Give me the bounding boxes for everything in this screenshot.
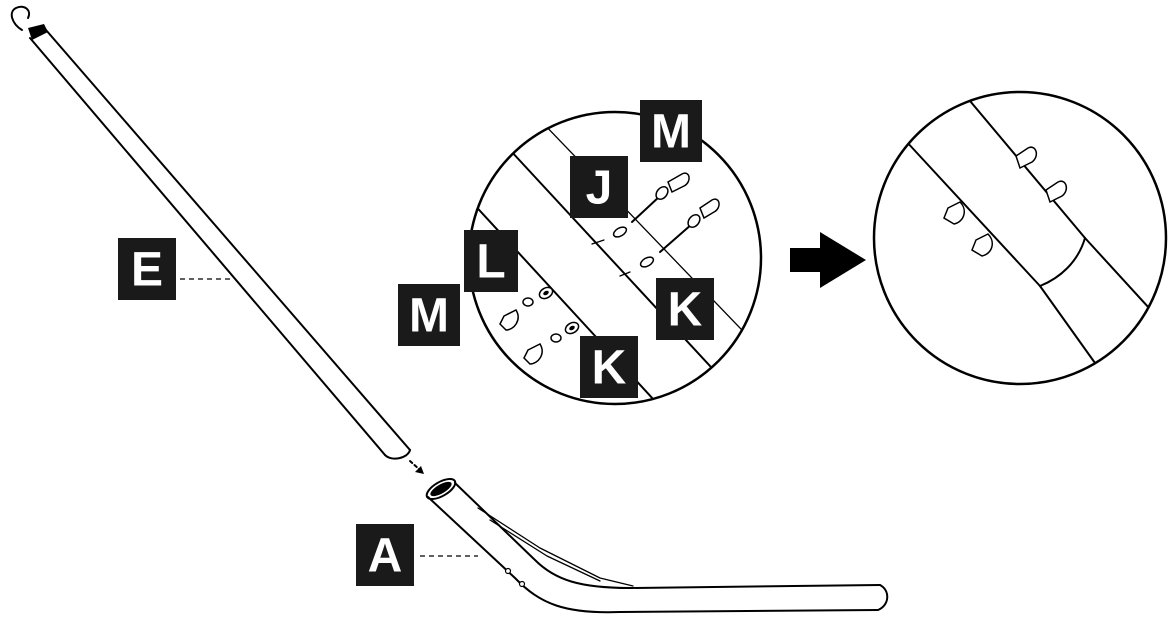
label-m-left-text: M [409, 290, 449, 343]
label-m-top-text: M [651, 106, 691, 159]
label-j: J [570, 156, 628, 218]
acorn-nut-icon [699, 198, 720, 220]
detail-circle-assembled [872, 90, 1168, 386]
label-m-top: M [640, 100, 702, 162]
acorn-nut-icon [943, 201, 965, 225]
washer-icon [522, 286, 554, 307]
right-arrow-icon [790, 232, 866, 288]
label-m-left: M [398, 284, 460, 346]
lower-tube-a [425, 477, 889, 614]
acorn-nut-icon [523, 343, 543, 365]
label-k-bottom: K [580, 336, 638, 398]
label-k-right: K [656, 278, 714, 340]
upper-tube-e [10, 5, 411, 460]
bolt-icon [639, 213, 701, 268]
label-k-right-text: K [668, 284, 703, 337]
label-l-text: L [476, 236, 505, 289]
acorn-nut-icon [1015, 146, 1038, 170]
label-k-bottom-text: K [592, 342, 627, 395]
acorn-nut-icon [971, 233, 993, 257]
bolt-icon [612, 185, 669, 238]
washer-icon [550, 321, 580, 343]
acorn-nut-icon [667, 172, 690, 194]
label-e: E [118, 238, 176, 300]
label-a: A [356, 524, 414, 586]
acorn-nut-icon [499, 309, 519, 331]
label-l: L [464, 230, 518, 292]
acorn-nut-icon [1045, 180, 1068, 204]
label-a-text: A [368, 530, 403, 583]
label-j-text: J [586, 162, 613, 215]
label-e-text: E [131, 244, 163, 297]
insert-arrow-icon [409, 460, 424, 474]
